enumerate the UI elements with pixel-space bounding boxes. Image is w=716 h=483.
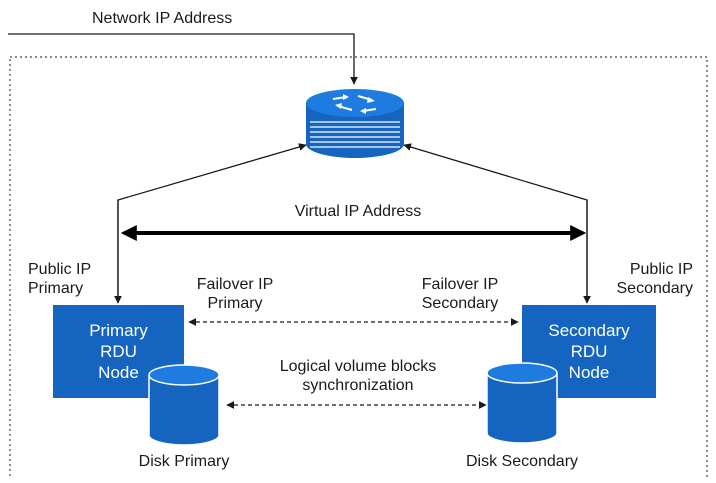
virtual-ip-label: Virtual IP Address	[294, 203, 422, 220]
network-ip-label: Network IP Address	[92, 10, 233, 27]
failover-ip-secondary-line1: Failover IP	[421, 276, 499, 293]
failover-ip-primary-line1: Failover IP	[196, 276, 274, 293]
primary-node-line2: RDU	[100, 342, 137, 361]
failover-ip-primary-label: Failover IP Primary	[188, 275, 282, 313]
primary-node-line3: Node	[98, 363, 139, 382]
failover-ip-primary-line2: Primary	[207, 295, 263, 312]
public-ip-primary-line2: Primary	[28, 280, 84, 297]
public-ip-secondary-line1: Public IP	[629, 261, 693, 278]
public-ip-secondary-label: Public IP Secondary	[600, 260, 694, 298]
secondary-node-line3: Node	[568, 363, 610, 382]
network-boundary	[9, 56, 708, 483]
network-ip-connector	[8, 33, 358, 85]
secondary-node-line1: Secondary	[548, 321, 630, 340]
public-ip-primary-line1: Public IP	[28, 261, 92, 278]
disk-primary-icon	[148, 364, 220, 446]
logical-volume-label: Logical volume blocks synchronization	[258, 357, 458, 395]
secondary-node-line2: RDU	[570, 342, 608, 361]
failover-ip-secondary-label: Failover IP Secondary	[413, 275, 507, 313]
disk-secondary-label: Disk Secondary	[465, 453, 579, 470]
logical-volume-line1: Logical volume blocks	[279, 358, 437, 375]
disk-secondary-icon	[486, 362, 558, 444]
failover-ip-secondary-line2: Secondary	[421, 295, 499, 312]
disk-primary-label: Disk Primary	[138, 453, 230, 470]
router-icon	[306, 89, 404, 158]
primary-rdu-node: Primary RDU Node	[53, 305, 184, 398]
logical-volume-line2: synchronization	[302, 377, 414, 394]
primary-node-line1: Primary	[89, 321, 148, 340]
public-ip-secondary-line2: Secondary	[616, 280, 694, 297]
public-ip-primary-label: Public IP Primary	[28, 260, 91, 298]
